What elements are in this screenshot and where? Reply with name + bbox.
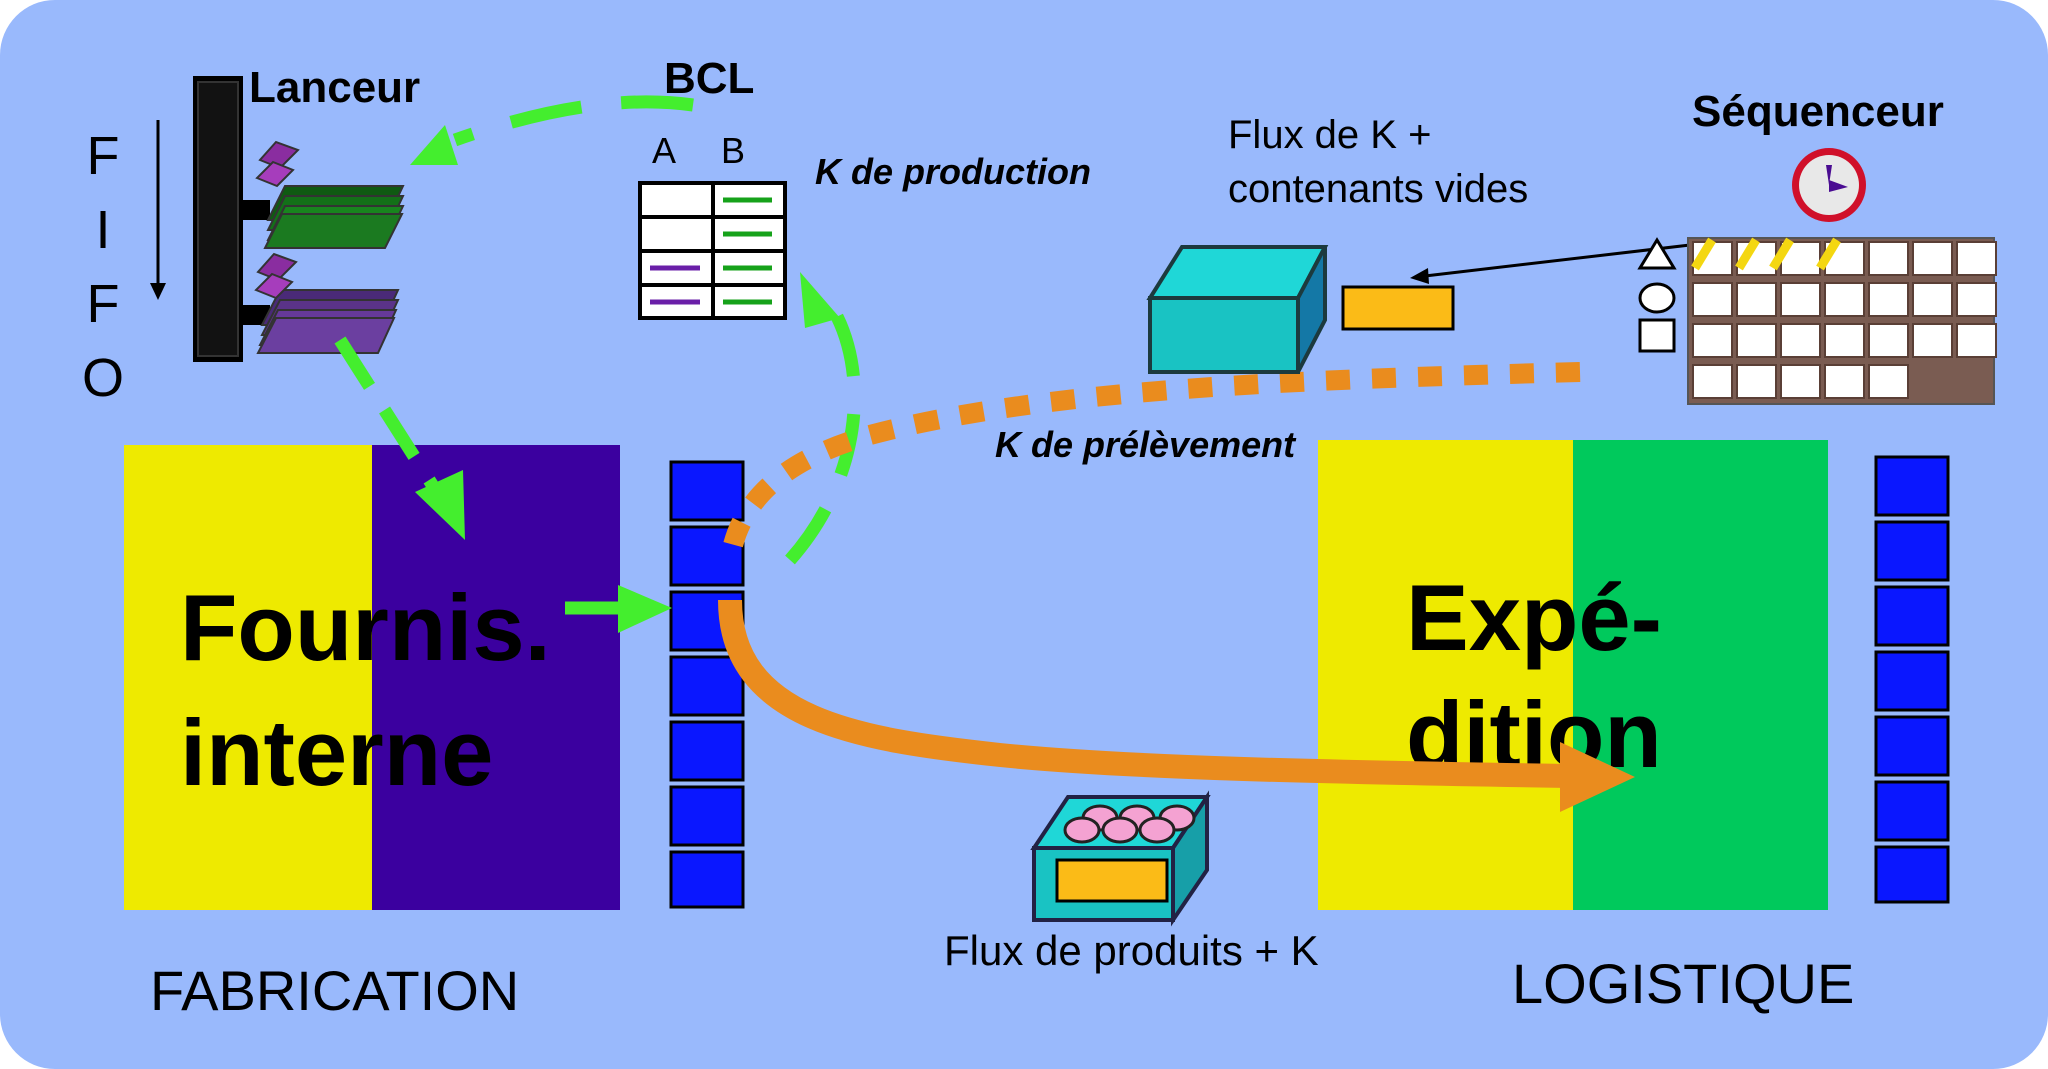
sequencer-cell	[1868, 323, 1909, 358]
bin	[669, 720, 745, 782]
flux-k-label-line2: contenants vides	[1228, 167, 1528, 211]
clock-icon	[1792, 148, 1866, 222]
supermarket-bins-left	[669, 460, 745, 909]
sequenceur-label: Séquenceur	[1692, 87, 1944, 136]
kanban-card-gold	[1341, 285, 1455, 331]
sequencer-cell	[1692, 282, 1733, 317]
supermarket-bins-right	[1874, 455, 1950, 904]
fournis-yellow-zone	[124, 445, 374, 910]
sequencer-board	[1687, 237, 1997, 405]
sequencer-cell	[1824, 323, 1865, 358]
fifo-letter: I	[95, 200, 110, 260]
sequencer-cell	[1736, 282, 1777, 317]
flux-produits-label: Flux de produits + K	[944, 927, 1319, 974]
sequencer-shapes	[1637, 237, 1677, 353]
fifo-letter: F	[87, 126, 120, 186]
sequencer-cell	[1780, 323, 1821, 358]
sequencer-cell	[1692, 323, 1733, 358]
fifo-down-arrow	[150, 120, 166, 300]
square-icon	[1638, 318, 1676, 353]
lanceur-board	[193, 76, 405, 362]
product-flow-arrow	[718, 599, 1635, 812]
bcl-col-a: A	[652, 130, 676, 171]
fournis-indigo-zone	[372, 445, 620, 910]
fournis-title-line1: Fournis.	[180, 575, 551, 680]
sequencer-cell	[1780, 282, 1821, 317]
expedition-green-zone	[1573, 440, 1828, 910]
empty-container-icon	[1146, 245, 1329, 374]
lanceur-label: Lanceur	[249, 63, 420, 112]
bin	[669, 460, 745, 522]
sequencer-cell	[1956, 282, 1997, 317]
sequencer-cell	[1780, 364, 1821, 399]
sequencer-cell	[1868, 241, 1909, 276]
product-box-icon	[1030, 790, 1211, 927]
bin	[1874, 520, 1950, 582]
sequencer-cell	[1736, 364, 1777, 399]
sequencer-cell	[1956, 241, 1997, 276]
circle-icon	[1638, 282, 1676, 314]
k-production-label: K de production	[815, 151, 1091, 192]
products	[1063, 804, 1196, 844]
bin	[1874, 845, 1950, 904]
sequencer-marker-slashes	[1691, 237, 1841, 271]
logistique-label: LOGISTIQUE	[1512, 952, 1854, 1015]
bin	[1874, 650, 1950, 712]
bcl-label: BCL	[664, 54, 754, 103]
sequencer-cell	[1824, 364, 1865, 399]
sequencer-cell	[1868, 364, 1909, 399]
bin	[1874, 780, 1950, 842]
expedition-yellow-zone	[1318, 440, 1575, 910]
sequencer-cell	[1736, 323, 1777, 358]
fournis-title-line2: interne	[180, 700, 493, 805]
flux-k-label-line1: Flux de K +	[1228, 113, 1431, 157]
fifo-letter: O	[82, 348, 124, 408]
green-card-stack	[255, 140, 405, 249]
triangle-icon	[1637, 237, 1677, 270]
purple-card-stack	[254, 252, 400, 354]
withdrawal-kanban-flow	[720, 362, 1581, 562]
fifo-label: F I F O	[82, 126, 124, 408]
k-prelevement-label: K de prélèvement	[995, 424, 1297, 465]
bin	[669, 785, 745, 847]
sequencer-cell	[1912, 323, 1953, 358]
bin	[1874, 715, 1950, 777]
bin	[669, 850, 745, 909]
fifo-letter: F	[87, 274, 120, 334]
production-kanban-arrowheads	[410, 125, 840, 633]
sequencer-cell	[1824, 282, 1865, 317]
bin	[1874, 585, 1950, 647]
bcl-board	[638, 181, 787, 320]
bcl-col-b: B	[721, 130, 745, 171]
sequencer-cell	[1956, 323, 1997, 358]
sequencer-cell	[1912, 282, 1953, 317]
expedition-title-line1: Expé-	[1406, 565, 1662, 670]
bin	[1874, 455, 1950, 517]
sequencer-cell	[1692, 364, 1733, 399]
sequencer-cell	[1912, 241, 1953, 276]
bin	[669, 655, 745, 717]
sequencer-cell	[1868, 282, 1909, 317]
sequencer-to-card-arrow	[1410, 243, 1691, 284]
fabrication-label: FABRICATION	[150, 959, 519, 1022]
